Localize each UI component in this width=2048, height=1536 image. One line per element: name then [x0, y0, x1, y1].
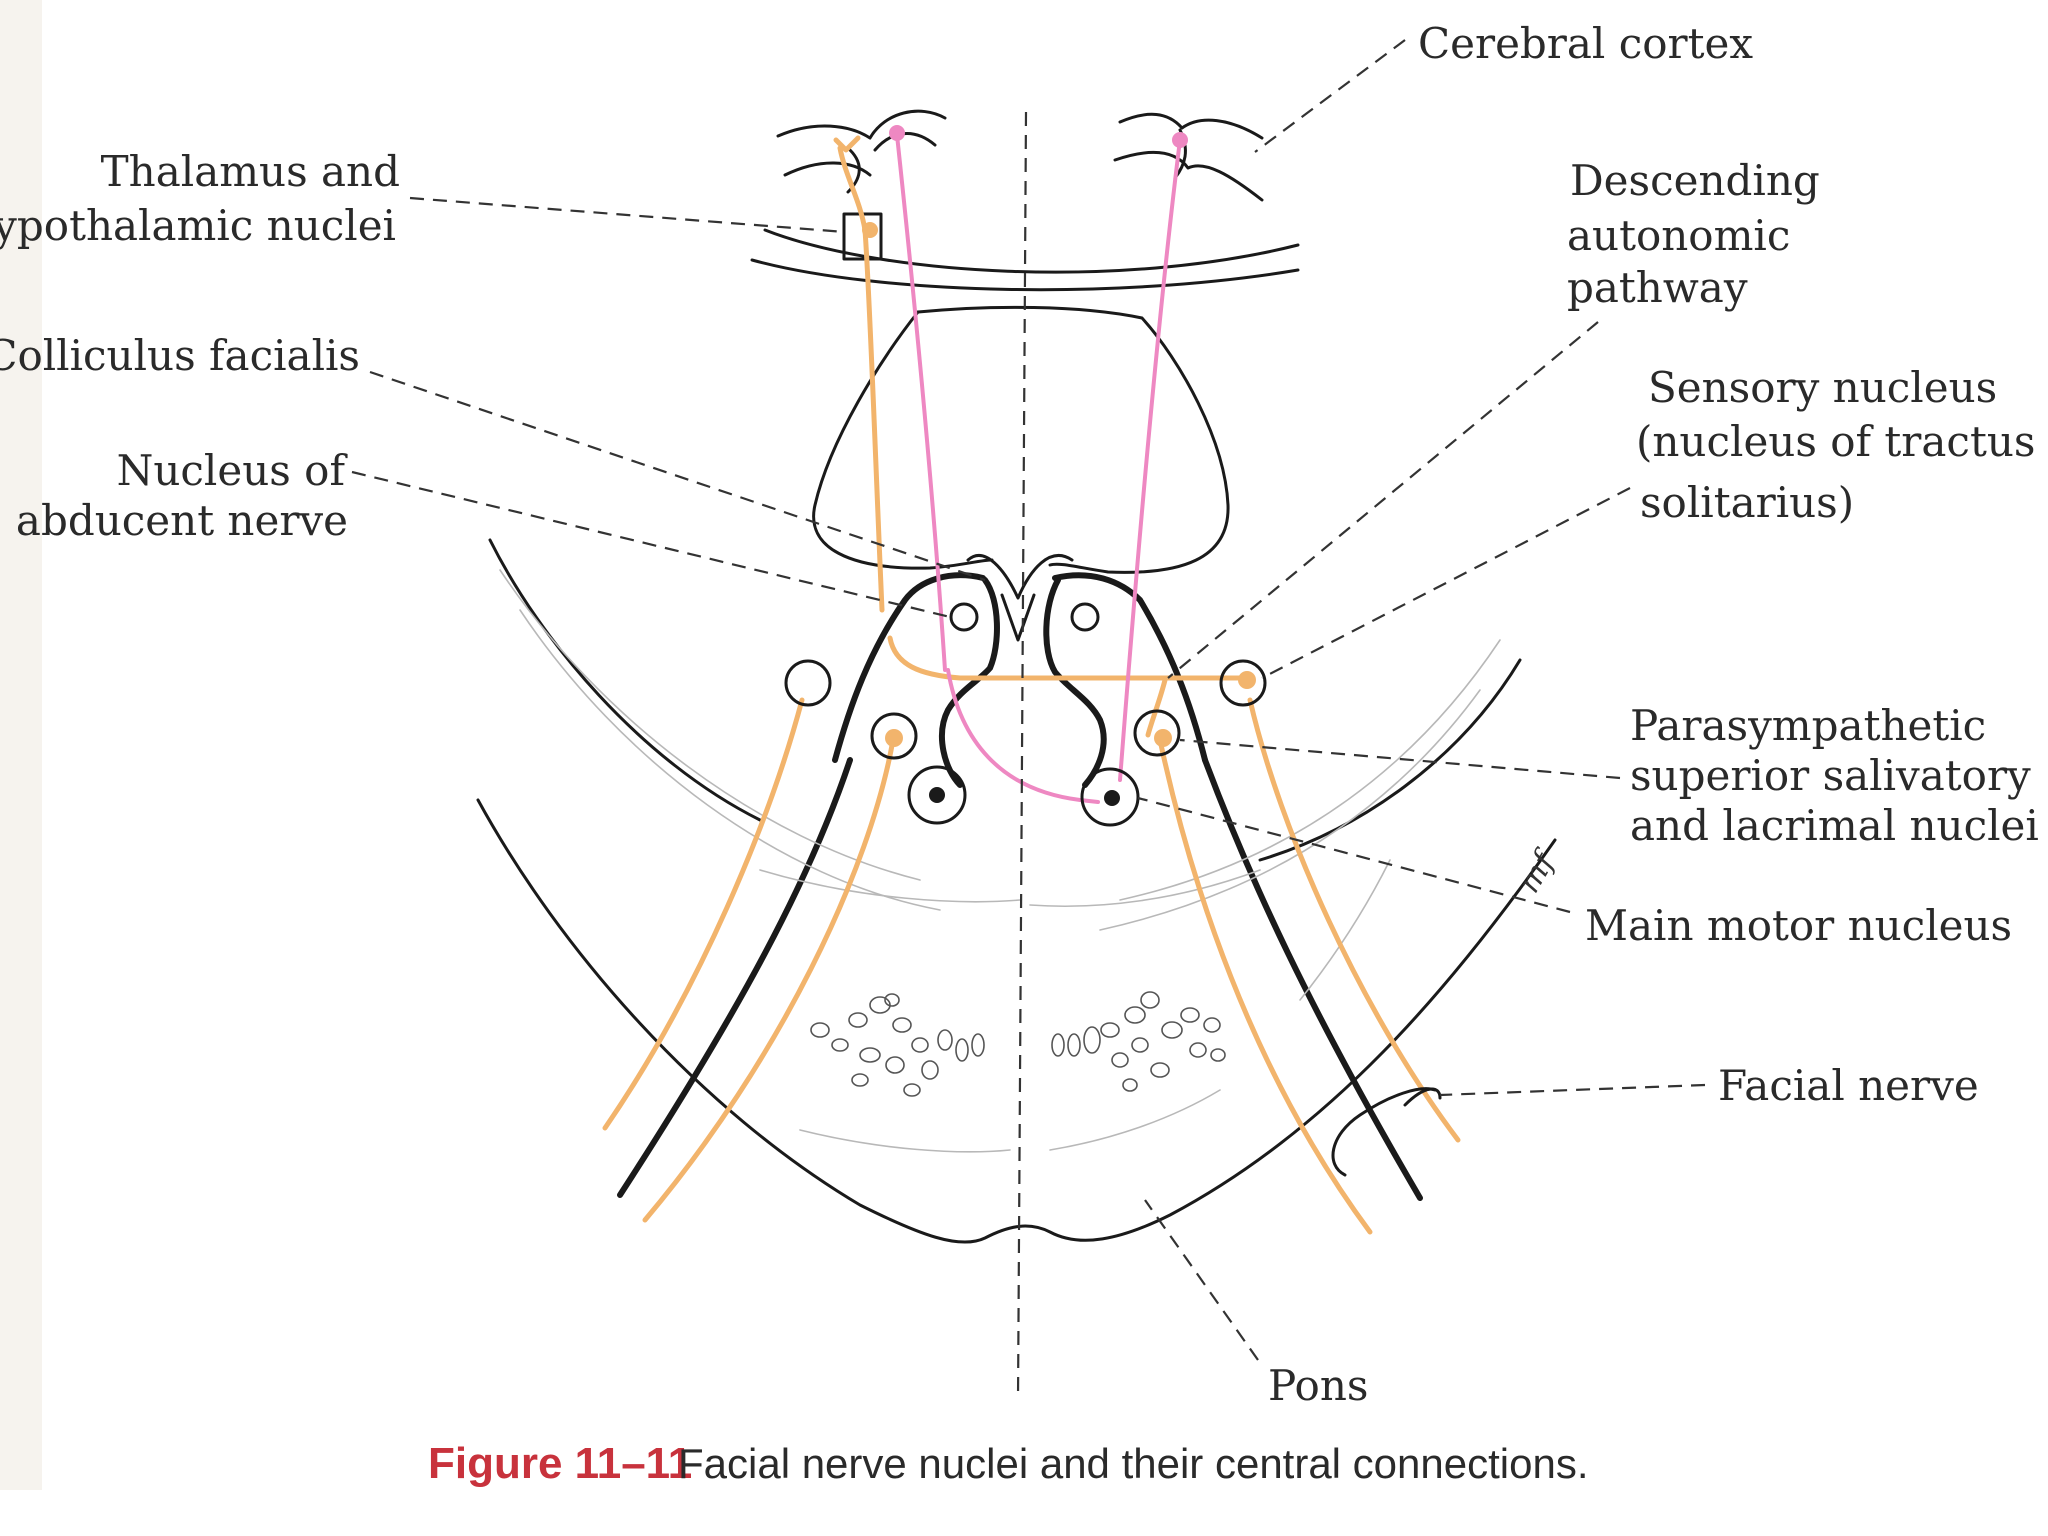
parasympathetic-nucleus-left — [870, 712, 918, 760]
pons-upper-curve — [488, 538, 762, 822]
label-descending-1: Descending — [1570, 156, 1820, 205]
pontine-nuclei-left — [810, 993, 985, 1097]
facial-fiber-right-inner — [1157, 737, 1373, 1235]
label-pons: Pons — [1268, 1361, 1368, 1410]
fourth-ventricle-floor — [966, 554, 1074, 600]
sensory-nucleus-right — [1219, 659, 1267, 707]
pons-outline — [476, 798, 1557, 1244]
corticobulbar-left — [895, 133, 947, 672]
pons-right-upper-curve — [1258, 658, 1522, 862]
facial-motor-tract-right — [1202, 757, 1423, 1201]
label-colliculus-facialis: Colliculus facialis — [0, 331, 360, 380]
abducent-nucleus-left — [949, 602, 979, 632]
facial-fiber-right-outer — [1247, 697, 1461, 1143]
autonomic-branch-top — [833, 135, 861, 153]
parasym-neuron-left — [885, 729, 903, 747]
diencephalon-arc-lower — [750, 258, 1300, 292]
motor-neuron-left — [929, 787, 945, 803]
label-sensory-2: (nucleus of tractus — [1636, 417, 2035, 466]
parasym-neuron-right — [1154, 729, 1172, 747]
label-abducent-2: abducent nerve — [16, 496, 348, 545]
colliculus-loop-right — [1052, 572, 1208, 763]
facial-motor-tract-left — [617, 757, 853, 1198]
pontine-fibers — [499, 569, 1501, 1153]
figure-caption: Facial nerve nuclei and their central co… — [678, 1440, 1589, 1487]
diencephalon-arc — [763, 228, 1300, 274]
autonomic-crossing-path — [887, 635, 1243, 681]
label-main-motor: Main motor nucleus — [1585, 901, 2012, 950]
label-parasym-2: superior salivatory — [1630, 751, 2031, 800]
motor-neuron-right — [1104, 790, 1120, 806]
main-motor-nucleus-left — [907, 765, 967, 825]
midline — [1016, 111, 1028, 1401]
label-descending-3: pathway — [1567, 263, 1748, 312]
cortex-neuron-left — [889, 125, 905, 141]
sensory-neuron-right — [1238, 671, 1256, 689]
colliculus-loop-left — [832, 572, 986, 763]
midbrain-outline — [812, 305, 1230, 574]
figure-number: Figure 11–11 — [428, 1439, 692, 1488]
label-thalamus-1: Thalamus and — [101, 147, 400, 196]
label-facial-nerve: Facial nerve — [1718, 1061, 1979, 1110]
parasympathetic-nucleus-right — [1133, 709, 1181, 757]
corticobulbar-right — [1118, 138, 1182, 782]
facial-fiber-left-outer — [602, 697, 805, 1131]
label-cerebral-cortex: Cerebral cortex — [1418, 19, 1753, 68]
abducent-nucleus-right — [1070, 602, 1100, 632]
sensory-nucleus-left — [784, 659, 832, 707]
median-sulcus — [1000, 593, 1036, 642]
facial-nerve-ring — [1331, 1087, 1437, 1177]
descending-stub-right — [1145, 677, 1168, 738]
label-sensory-3: solitarius) — [1640, 478, 1854, 527]
cortex-neuron-right — [1172, 132, 1188, 148]
label-thalamus-2: hypothalamic nuclei — [0, 201, 396, 250]
genu-inner-right — [1043, 577, 1107, 788]
autonomic-path-left — [837, 145, 885, 613]
genu-inner-left — [939, 577, 1000, 788]
facial-fiber-left-inner — [642, 737, 896, 1223]
hypothalamic-neuron — [862, 222, 878, 238]
scan-margin-strip — [0, 0, 42, 1490]
pontine-nuclei-right — [1051, 991, 1226, 1092]
main-motor-nucleus-right — [1080, 767, 1140, 827]
facial-nerve-ring-right — [1403, 1087, 1442, 1107]
label-sensory-1: Sensory nucleus — [1648, 363, 1997, 412]
leader-lines — [351, 39, 1706, 1361]
label-descending-2: autonomic — [1567, 211, 1790, 260]
label-parasym-1: Parasympathetic — [1630, 701, 1986, 750]
corticobulbar-left-cross — [946, 668, 1100, 804]
label-parasym-3: and lacrimal nuclei — [1630, 801, 2039, 850]
label-abducent-1: Nucleus of — [117, 446, 349, 495]
